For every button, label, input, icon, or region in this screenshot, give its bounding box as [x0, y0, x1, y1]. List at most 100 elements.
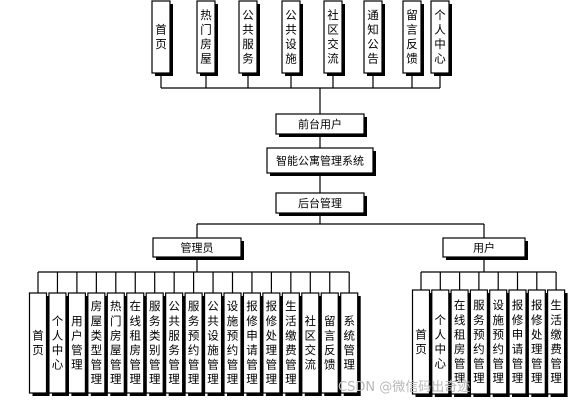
admin-item-3-char: 房 [91, 299, 103, 313]
admin-item-5-char: 线 [130, 314, 142, 328]
user-item-3-char: 预 [473, 327, 485, 341]
admin-item-7-char: 管 [168, 358, 180, 372]
back-admin-node: 后台管理 [275, 192, 367, 216]
admin-item-8-char: 理 [188, 372, 200, 386]
admin-item-11-char: 管 [246, 358, 258, 372]
user-item-6-char: 理 [531, 342, 543, 356]
admin-item-4-char: 热 [110, 299, 122, 313]
admin-item-15-char: 反 [324, 343, 336, 357]
admin-item-4-char: 屋 [110, 343, 122, 357]
system-node: 智能公寓管理系统 [266, 147, 376, 176]
admin-item-5-char: 租 [130, 328, 142, 342]
admin-item-1-char: 人 [52, 328, 64, 342]
admin-item-4-char: 门 [110, 314, 122, 328]
user-item-5-char: 申 [512, 327, 524, 341]
top-item-4-char: 交 [327, 37, 339, 51]
top-item-0-char: 首 [155, 22, 167, 36]
admin-role-node: 管理员 [152, 237, 244, 260]
admin-item-10-char: 管 [227, 358, 239, 372]
user-role-node: 用户 [442, 237, 528, 260]
admin-item-10-char: 预 [227, 328, 239, 342]
admin-item-16-char: 统 [343, 328, 355, 342]
user-item-4-char: 设 [492, 298, 504, 312]
admin-item-15-char: 言 [324, 328, 336, 342]
admin-item-9-char: 管 [207, 358, 219, 372]
admin-item-0-char: 页 [32, 343, 44, 357]
user-item-2-char: 租 [454, 327, 466, 341]
admin-item-11-char: 理 [246, 372, 258, 386]
admin-item-7-char: 公 [168, 299, 180, 313]
admin-item-3-char: 理 [91, 372, 103, 386]
admin-item-10-char: 理 [227, 372, 239, 386]
admin-item-11-char: 修 [246, 314, 258, 328]
top-item-2-char: 共 [242, 22, 254, 36]
admin-item-8-char: 服 [188, 299, 200, 313]
user-item-7-char: 管 [550, 357, 562, 371]
top-item-2-char: 服 [242, 37, 254, 51]
admin-item-3-char: 管 [91, 358, 103, 372]
user-item-6-char: 处 [531, 327, 543, 341]
admin-item-14-char: 流 [305, 358, 317, 372]
top-item-3-char: 共 [285, 22, 297, 36]
admin-item-13-char: 费 [285, 343, 297, 357]
admin-item-3-char: 型 [91, 343, 103, 357]
top-item-7-char: 人 [434, 22, 446, 36]
user-item-4-char: 理 [492, 371, 504, 385]
user-item-3-char: 管 [473, 357, 485, 371]
admin-item-15-char: 留 [324, 314, 336, 328]
admin-item-11-char: 申 [246, 328, 258, 342]
admin-item-8-char: 管 [188, 358, 200, 372]
admin-item-9-char: 理 [207, 372, 219, 386]
admin-item-9-char: 施 [207, 343, 219, 357]
admin-item-2-char: 户 [71, 328, 83, 342]
admin-item-11-char: 报 [246, 299, 258, 313]
user-item-3-char: 约 [473, 342, 485, 356]
admin-item-14-char: 交 [305, 343, 317, 357]
top-item-7-char: 个 [434, 8, 446, 22]
user-item-2-char: 线 [454, 313, 466, 327]
admin-item-6-char: 类 [149, 328, 161, 342]
admin-item-6-char: 别 [149, 343, 161, 357]
user-item-4-char: 约 [492, 342, 504, 356]
top-item-4-char: 流 [327, 52, 339, 66]
user-item-2-char: 房 [454, 342, 466, 356]
admin-item-4-char: 理 [110, 372, 122, 386]
admin-item-8-char: 务 [188, 314, 200, 328]
top-item-2-char: 务 [242, 52, 254, 66]
top-item-0-char: 页 [155, 37, 167, 51]
admin-item-1-char: 心 [52, 358, 64, 372]
top-item-3-char: 施 [285, 52, 297, 66]
top-item-4-char: 区 [327, 22, 339, 36]
top-item-1-char: 房 [200, 37, 212, 51]
user-item-7-char: 费 [550, 342, 562, 356]
admin-item-5-char: 理 [130, 372, 142, 386]
admin-item-5-char: 管 [130, 358, 142, 372]
admin-item-1-char: 中 [52, 343, 64, 357]
user-item-7-char: 生 [550, 298, 562, 312]
system-node-label: 智能公寓管理系统 [276, 154, 364, 168]
admin-item-3-char: 屋 [91, 314, 103, 328]
user-item-6-char: 报 [531, 298, 543, 312]
top-item-5-char: 知 [367, 22, 379, 36]
admin-item-6-char: 服 [149, 299, 161, 313]
user-item-3-char: 务 [473, 313, 485, 327]
top-item-6-char: 言 [406, 22, 418, 36]
user-item-4-char: 预 [492, 327, 504, 341]
